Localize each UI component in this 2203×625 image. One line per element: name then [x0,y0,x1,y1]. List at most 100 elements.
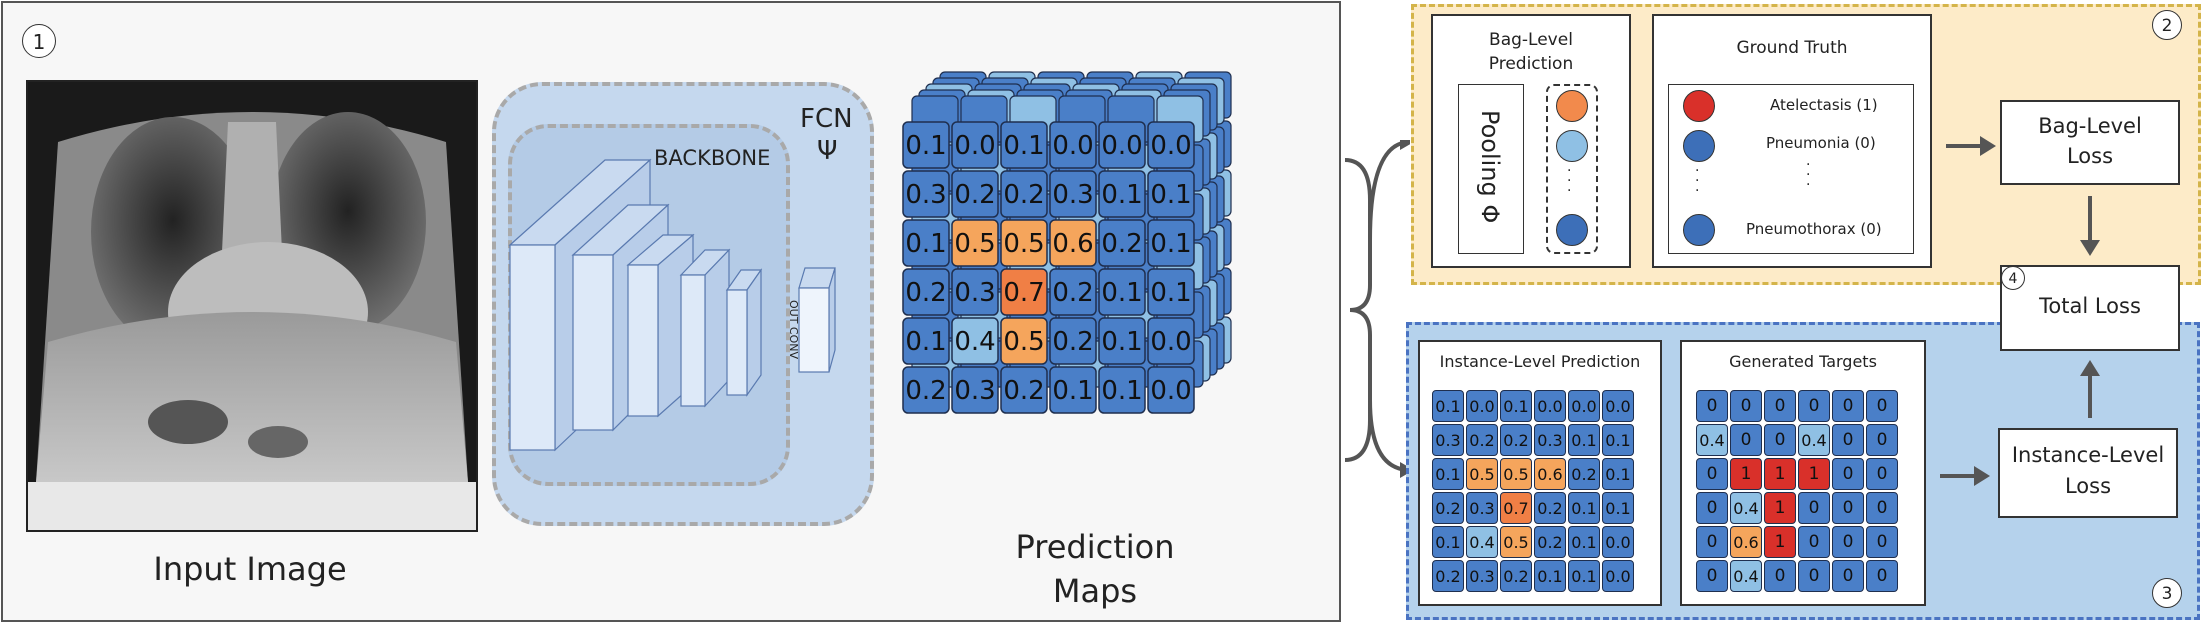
prediction-map-value: 0.0 [1150,376,1191,406]
prediction-map-cell [1098,268,1146,316]
branch-brace [1344,140,1410,478]
instance-level-loss-line2: Loss [2064,474,2112,498]
backbone-layers [508,158,836,452]
prediction-map-cell [951,170,999,218]
prediction-map-value: 0.1 [1101,180,1142,210]
step-4-badge: 4 [2001,266,2025,290]
prediction-map-value: 0.2 [905,376,946,406]
gt-atelectasis-label: Atelectasis (1) [1770,96,1878,114]
instance-prediction-cell: 0.7 [1500,492,1532,524]
step-3-badge: 3 [2152,578,2182,608]
prediction-map-value: 0.0 [1101,131,1142,161]
instance-prediction-cell: 0.6 [1534,458,1566,490]
prediction-map-value: 0.5 [1003,327,1044,357]
prediction-map-cell [902,121,950,169]
generated-target-cell: 0 [1730,424,1762,456]
prediction-map-cell [902,268,950,316]
prediction-map-cell [1000,268,1048,316]
instance-prediction-cell: 0.2 [1500,560,1532,592]
generated-target-cell: 1 [1764,458,1796,490]
bag-level-prediction-title-line1: Bag-Level [1489,30,1573,50]
instance-prediction-cell: 0.1 [1602,492,1634,524]
instance-prediction-cell: 0.1 [1568,560,1600,592]
prediction-map-cell [1049,268,1097,316]
instance-prediction-cell: 0.2 [1500,424,1532,456]
instance-prediction-cell: 0.1 [1432,526,1464,558]
generated-target-cell: 0 [1696,390,1728,422]
generated-target-cell: 0.4 [1730,560,1762,592]
instance-prediction-cell: 0.5 [1500,458,1532,490]
total-loss-box [2000,265,2180,351]
prediction-map-value: 0.4 [954,327,995,357]
bag-dot-3 [1556,214,1588,246]
generated-target-cell: 0 [1798,492,1830,524]
prediction-map-value: 0.3 [1052,180,1093,210]
prediction-map-value: 0.3 [954,278,995,308]
prediction-maps-stack: 0.1 0.0 0.1 0.0 0.0 0.0 0.3 0.2 0.2 0.3 0.1 0.1 0.1 0… [902,71,1232,414]
step-2-badge: 2 [2152,10,2182,40]
input-image-label: Input Image [153,550,347,588]
prediction-map-value: 0.2 [1052,327,1093,357]
gt-pneumonia-label: Pneumonia (0) [1766,134,1876,152]
generated-target-cell: 0 [1764,390,1796,422]
prediction-map-value: 0.2 [1003,376,1044,406]
instance-prediction-cell: 0.5 [1500,526,1532,558]
instance-prediction-cell: 0.1 [1568,526,1600,558]
generated-target-cell: 0 [1798,560,1830,592]
prediction-map-cell [902,366,950,414]
prediction-map-value: 0.1 [1150,180,1191,210]
bag-prediction-vector [1546,84,1598,254]
generated-target-cell: 0 [1832,390,1864,422]
generated-target-cell: 0 [1798,526,1830,558]
instance-prediction-cell: 0.1 [1432,458,1464,490]
prediction-map-cell [1098,170,1146,218]
bag-dots-ellipsis: ··· [1567,163,1572,199]
generated-target-cell: 1 [1764,492,1796,524]
prediction-map-value: 0.3 [905,180,946,210]
instance-prediction-cell: 0.2 [1534,492,1566,524]
instance-prediction-cell: 0.3 [1534,424,1566,456]
generated-target-cell: 0 [1866,390,1898,422]
prediction-map-value: 0.1 [905,229,946,259]
generated-target-cell: 0.4 [1730,492,1762,524]
prediction-map-value: 0.7 [1003,278,1044,308]
generated-target-cell: 0 [1696,458,1728,490]
generated-target-cell: 1 [1730,458,1762,490]
xray-illustration [28,82,476,530]
bag-dot-1 [1556,90,1588,122]
instance-prediction-cell: 0.2 [1466,424,1498,456]
generated-target-cell: 0 [1696,492,1728,524]
pooling-label: Pooling Φ [1476,110,1504,224]
prediction-map-cell [1049,121,1097,169]
prediction-map-cell [951,121,999,169]
prediction-maps-label-line1: Prediction [1015,528,1175,566]
gt-dots-ellipsis-left: ··· [1695,163,1700,199]
instance-prediction-cell: 0.1 [1568,424,1600,456]
prediction-map-cell [1000,317,1048,365]
generated-target-cell: 0 [1764,424,1796,456]
instance-prediction-cell: 0.1 [1602,424,1634,456]
generated-target-cell: 0 [1832,560,1864,592]
instance-prediction-cell: 0.1 [1602,458,1634,490]
prediction-map-cell [1098,366,1146,414]
backbone-label: BACKBONE [654,146,771,170]
prediction-map-value: 0.1 [1150,229,1191,259]
prediction-map-value: 0.1 [1101,278,1142,308]
instance-prediction-cell: 0.0 [1602,560,1634,592]
prediction-map-value: 0.1 [1003,131,1044,161]
instance-prediction-cell: 0.5 [1466,458,1498,490]
prediction-map-value: 0.3 [954,376,995,406]
prediction-map-cell [951,219,999,267]
prediction-map-value: 0.0 [1150,131,1191,161]
instance-prediction-title: Instance-Level Prediction [1439,352,1641,371]
gt-dot-pneumonia [1683,130,1715,162]
prediction-map-value: 0.5 [1003,229,1044,259]
prediction-map-cell [1000,219,1048,267]
prediction-map-cell [1049,366,1097,414]
prediction-map-value: 0.0 [954,131,995,161]
instance-prediction-cell: 0.3 [1432,424,1464,456]
instance-prediction-cell: 0.2 [1432,560,1464,592]
prediction-map-cell [1049,317,1097,365]
gt-dots-ellipsis-right: ··· [1806,157,1811,193]
